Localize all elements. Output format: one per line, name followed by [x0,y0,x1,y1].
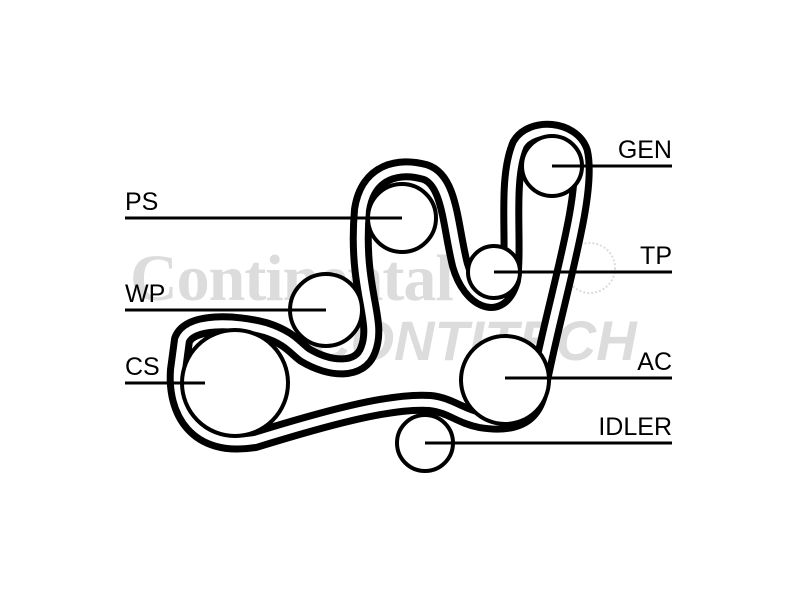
idler-label: IDLER [598,413,672,441]
pulleys [180,134,584,473]
tp-label: TP [640,242,672,270]
labels: GEN PS TP WP AC CS IDLER [125,136,672,441]
wp-label: WP [125,280,165,308]
belt-groove [173,127,586,446]
watermark-seal [564,242,616,294]
drive-belt [166,120,593,453]
ac-pulley [459,334,551,426]
ps-label: PS [125,188,158,216]
cs-label: CS [125,353,160,381]
ac-label: AC [637,348,672,376]
gen-label: GEN [618,136,672,164]
leader-lines [125,164,672,445]
